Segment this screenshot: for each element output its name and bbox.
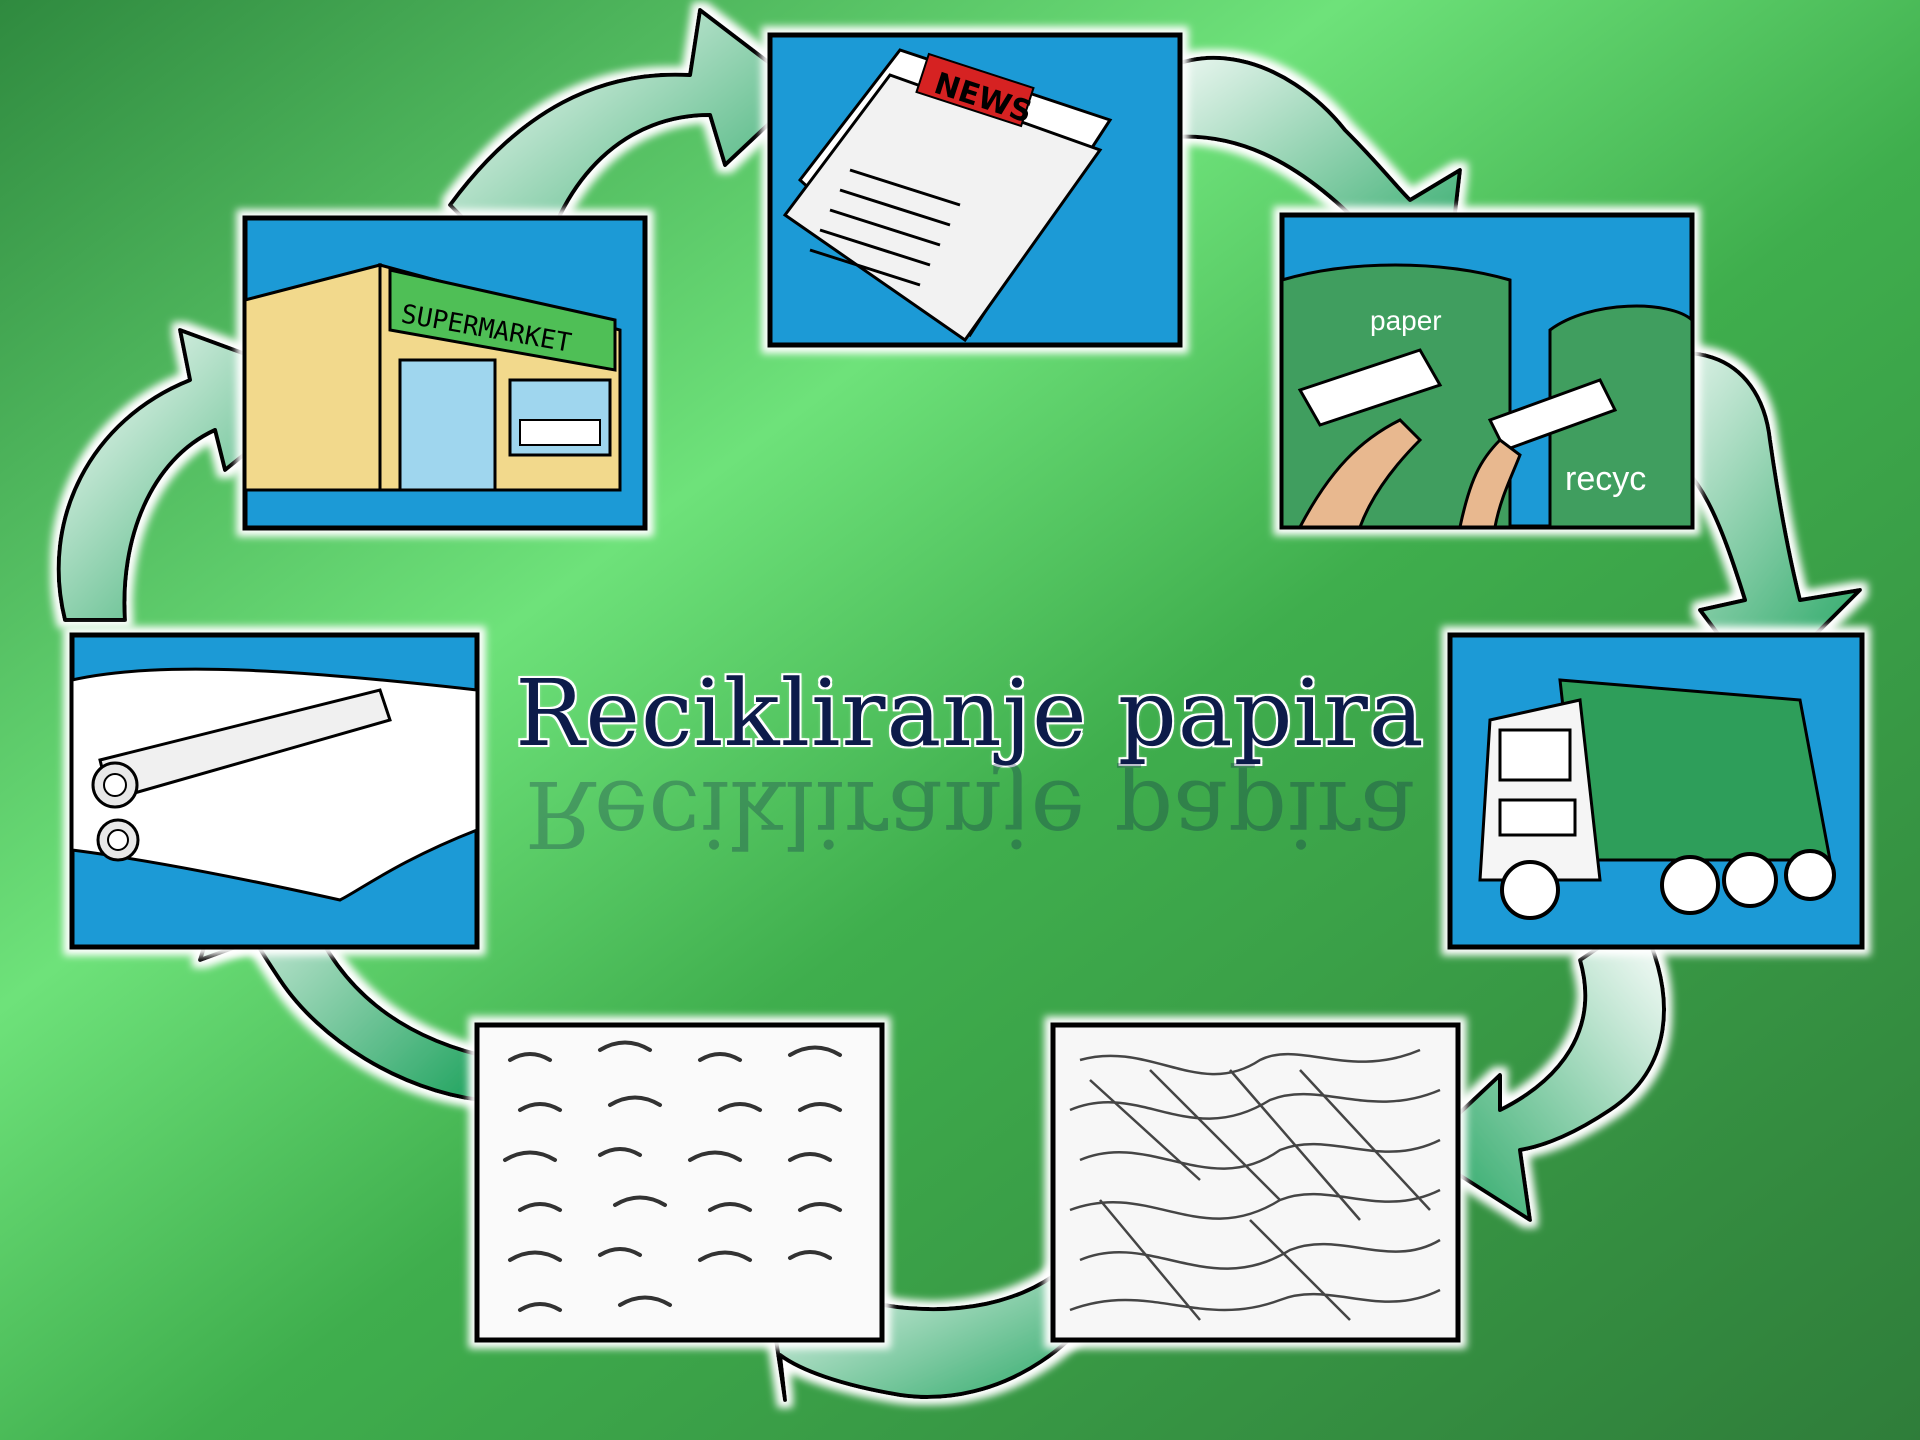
step-garbage-truck: [1447, 632, 1865, 950]
step-paper-rolls: [69, 632, 480, 950]
step-supermarket: SUPERMARKET: [242, 215, 648, 531]
step-recycling-bins: paper recyc: [1279, 212, 1695, 530]
diagram-title-reflection: Recikliranje papira: [524, 760, 1416, 867]
paper-bin-label: paper: [1370, 305, 1442, 336]
step-paper-pulp: [474, 1022, 885, 1343]
arrow-truck-to-fibers: [1418, 918, 1666, 1222]
step-newspaper: NEWS: [767, 32, 1183, 348]
diagram-title: Recikliranje papira: [515, 660, 1425, 767]
step-paper-fibers: [1050, 1022, 1461, 1343]
recycle-bin-label: recyc: [1565, 460, 1646, 498]
